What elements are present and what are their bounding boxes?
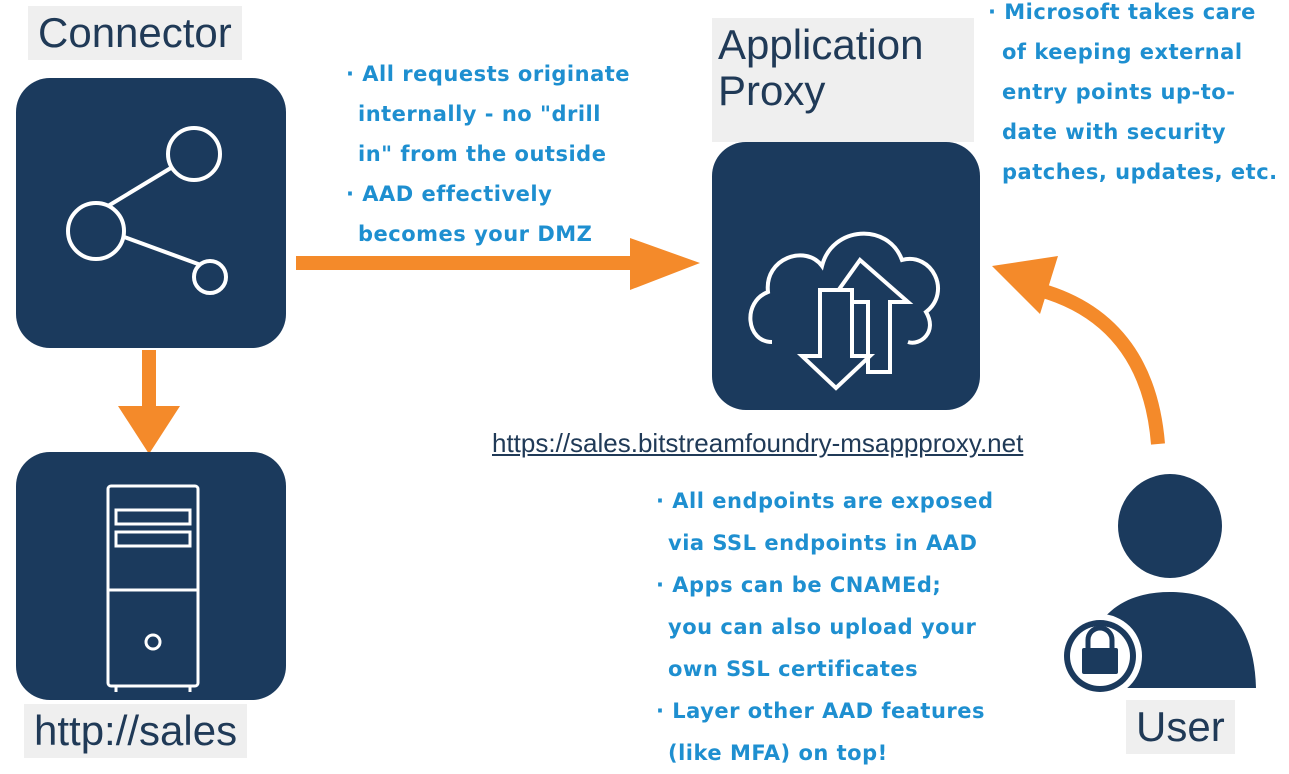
app-proxy-tile[interactable] [712,142,980,410]
microsoft-notes: · Microsoft takes care of keeping extern… [988,0,1278,184]
connector-tile[interactable] [16,78,286,348]
server-title: http://sales [24,704,248,759]
endpoints-notes: · All endpoints are exposed via SSL endp… [656,489,994,765]
app-proxy-title: Application Proxy [712,18,974,142]
connector-to-proxy-notes: · All requests originate internally - no… [346,62,631,246]
server-tower-icon [106,484,200,692]
connector-to-server-arrow [118,350,180,454]
user-to-proxy-arrow [992,256,1165,445]
user-title: User [1126,700,1235,755]
proxy-url[interactable]: https://sales.bitstreamfoundry-msappprox… [492,428,1024,458]
cloud-upload-download-icon [748,231,940,391]
server-tile[interactable] [16,452,286,700]
connector-title: Connector [28,6,242,61]
connector-to-proxy-arrow [296,238,700,290]
share-icon [66,126,228,295]
user-lock-icon [1058,474,1256,698]
